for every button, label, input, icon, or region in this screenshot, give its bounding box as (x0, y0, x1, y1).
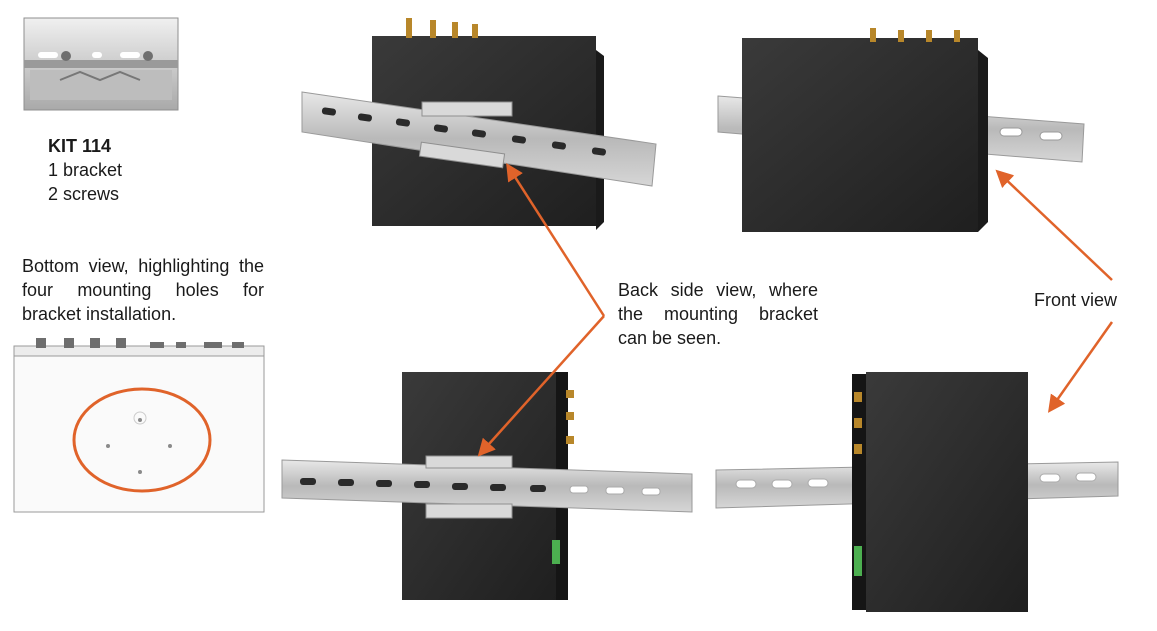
mounting-holes (106, 418, 172, 474)
kit-screw-count: 2 screws (48, 184, 120, 204)
arrow-to-top-front (995, 169, 1113, 281)
arrow-to-top-bracket (506, 163, 606, 317)
back-view-bottom-image (281, 372, 693, 600)
screw-icon (143, 51, 153, 61)
kit-title: KIT 114 (48, 136, 112, 156)
front-view-bottom-image (715, 372, 1119, 612)
back-view-top-image (301, 18, 657, 230)
holes-highlight (72, 387, 212, 493)
front-view-top-image (717, 28, 1085, 232)
bracket-kit-image (23, 17, 179, 111)
kit-bracket-count: 1 bracket (48, 160, 123, 180)
arrow-to-bottom-bracket (477, 315, 605, 457)
callout-arrows (477, 163, 1114, 457)
kit-info: KIT 114 1 bracket 2 screws (48, 134, 188, 206)
arrow-to-bottom-front (1047, 321, 1114, 413)
back-view-caption: Back side view, where the mounting brack… (618, 280, 818, 348)
bottom-view-image (13, 338, 265, 513)
bottom-view-caption: Bottom view, highlighting the four mount… (22, 256, 264, 324)
screw-icon (61, 51, 71, 61)
front-view-caption: Front view (1034, 290, 1118, 310)
